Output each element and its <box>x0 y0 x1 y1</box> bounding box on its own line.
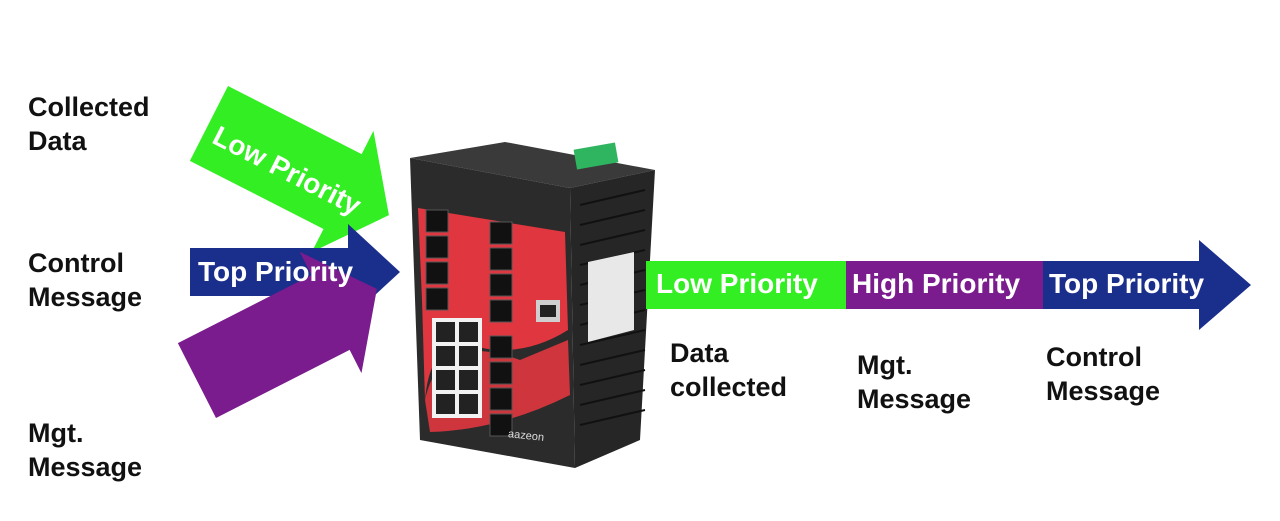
arrow-right-icon <box>1199 240 1251 330</box>
output-segment-top <box>1043 261 1200 309</box>
output-segment-high <box>846 261 1043 309</box>
top-priority-arrow-label: Top Priority <box>198 256 354 287</box>
label-mgt-message: Mgt. Message <box>28 418 143 482</box>
label-mgt-message-out: Mgt. Message <box>857 350 972 414</box>
output-label-top: Top Priority <box>1049 268 1205 299</box>
label-collected-data: Collected Data <box>28 92 150 156</box>
low-priority-arrow <box>189 86 389 253</box>
network-switch-icon <box>410 142 655 468</box>
output-segment-low <box>646 261 846 309</box>
output-priority-arrow <box>646 240 1251 330</box>
label-control-message-out: Control Message <box>1046 342 1161 406</box>
label-data-collected: Data collected <box>670 338 788 402</box>
label-control-message: Control Message <box>28 248 143 312</box>
high-priority-arrow <box>177 251 377 418</box>
output-label-low: Low Priority <box>656 268 818 299</box>
output-label-high: High Priority <box>852 268 1021 299</box>
